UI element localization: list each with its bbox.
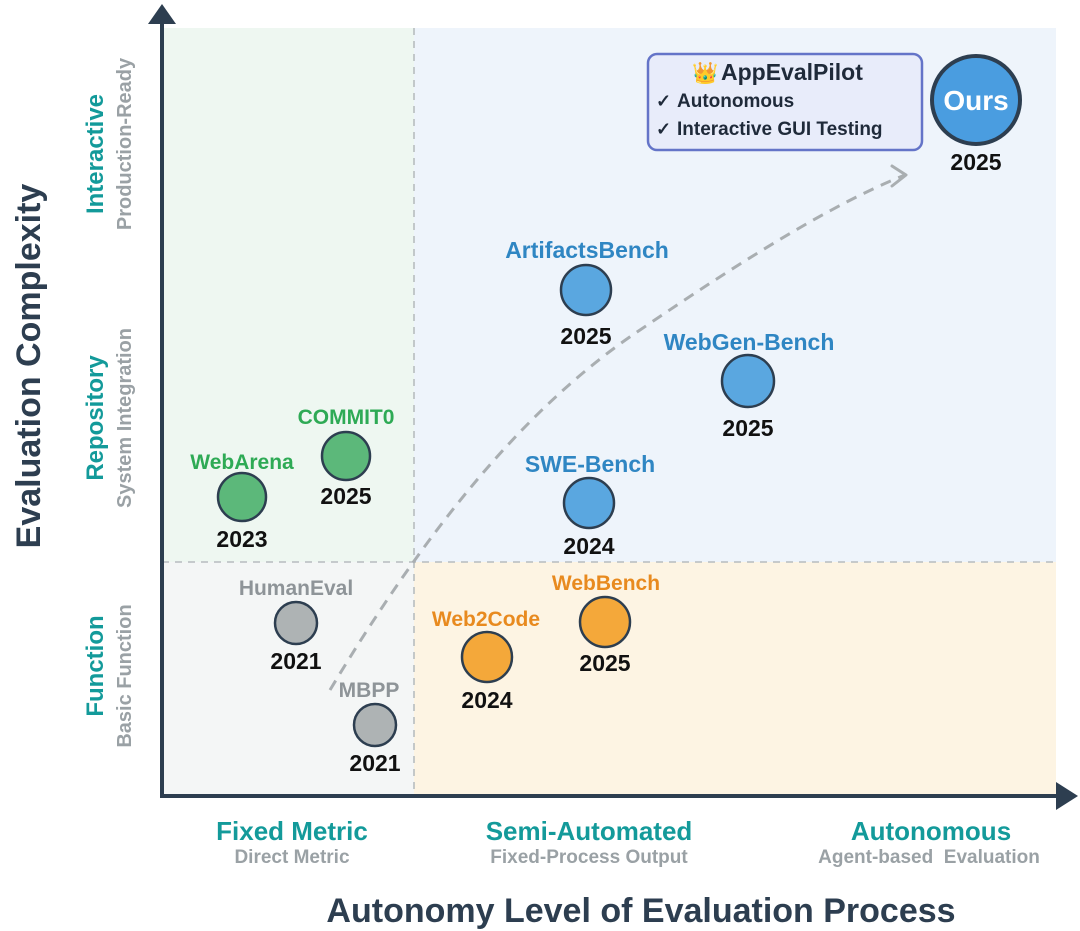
x-level-sub: Direct Metric: [234, 847, 350, 868]
y-level-interactive: Interactive Production-Ready: [82, 57, 136, 230]
appevalpilot-callout: 👑 AppEvalPilot ✓ Autonomous ✓ Interactiv…: [646, 52, 924, 152]
benchmark-year: 2021: [270, 648, 321, 674]
x-level-sub: Agent-based Evaluation: [818, 847, 1040, 868]
x-level-main: Semi-Automated: [486, 816, 693, 846]
benchmark-webarena: WebArena 2023: [190, 451, 294, 552]
benchmark-commit0: COMMIT0 2025: [298, 406, 395, 509]
y-level-main: Interactive: [82, 94, 109, 214]
ours-dot: [930, 54, 1022, 146]
x-axis-title: Autonomy Level of Evaluation Process: [326, 892, 955, 930]
check-icon: ✓: [656, 119, 671, 139]
benchmark-dot: [578, 595, 632, 649]
x-axis-arrowhead: [1056, 782, 1078, 810]
benchmark-web2code: Web2Code 2024: [432, 608, 540, 713]
x-level-main: Fixed Metric: [216, 816, 368, 846]
benchmark-year: 2024: [563, 533, 614, 559]
benchmark-name: COMMIT0: [298, 406, 395, 429]
y-level-main: Function: [82, 615, 109, 716]
benchmark-name: SWE-Bench: [525, 451, 655, 477]
benchmark-webgen-bench: WebGen-Bench 2025: [664, 329, 835, 441]
benchmark-humaneval: HumanEval 2021: [239, 577, 353, 674]
callout-feature: Interactive GUI Testing: [677, 119, 883, 140]
benchmark-year: 2025: [579, 650, 630, 676]
benchmark-year: 2024: [461, 687, 512, 713]
ours-marker: Ours 2025: [930, 54, 1022, 175]
benchmark-name: HumanEval: [239, 577, 353, 600]
benchmark-name: WebBench: [552, 572, 660, 595]
benchmark-webbench: WebBench 2025: [552, 572, 660, 676]
y-axis-arrowhead: [148, 4, 176, 24]
benchmark-dot: [216, 471, 268, 523]
x-level-semi-automated: Semi-Automated Fixed-Process Output: [486, 816, 693, 868]
benchmark-year: 2021: [349, 750, 400, 776]
y-level-repository: Repository System Integration: [82, 328, 136, 508]
benchmark-dot: [460, 630, 514, 684]
benchmark-year: 2025: [722, 415, 773, 441]
trend-arrowhead: [890, 164, 908, 188]
benchmark-name: WebGen-Bench: [664, 329, 835, 355]
callout-title: AppEvalPilot: [721, 59, 863, 85]
ours-label: Ours: [943, 85, 1008, 116]
y-level-sub: Production-Ready: [114, 57, 136, 230]
bg-semi-lower: [414, 562, 1056, 796]
benchmark-year: 2025: [560, 323, 611, 349]
y-level-sub: Basic Function: [114, 604, 136, 747]
benchmark-year: 2023: [216, 526, 267, 552]
x-level-sub: Fixed-Process Output: [490, 847, 688, 868]
benchmark-artifactsbench: ArtifactsBench 2025: [505, 237, 669, 349]
y-level-function: Function Basic Function: [82, 604, 136, 747]
y-level-sub: System Integration: [114, 328, 136, 508]
x-level-autonomous: Autonomous Agent-based Evaluation: [818, 816, 1040, 868]
ours-year: 2025: [950, 149, 1001, 175]
benchmark-dot: [559, 263, 613, 317]
benchmark-dot: [320, 430, 372, 482]
y-level-main: Repository: [82, 355, 109, 481]
callout-box: [646, 52, 924, 152]
x-level-main: Autonomous: [851, 816, 1011, 846]
benchmark-name: ArtifactsBench: [505, 237, 669, 263]
benchmark-name: WebArena: [190, 451, 294, 474]
benchmark-swe-bench: SWE-Bench 2024: [525, 451, 655, 559]
benchmark-dot: [562, 476, 616, 530]
benchmark-dot: [273, 600, 319, 646]
benchmark-mbpp: MBPP 2021: [339, 679, 401, 776]
y-axis-title: Evaluation Complexity: [10, 184, 48, 549]
check-icon: ✓: [656, 91, 671, 111]
crown-icon: 👑: [692, 61, 718, 85]
callout-feature: Autonomous: [677, 91, 794, 112]
benchmark-name: Web2Code: [432, 608, 540, 631]
x-level-fixed-metric: Fixed Metric Direct Metric: [216, 816, 368, 868]
trend-arrow: [328, 173, 906, 691]
benchmark-name: MBPP: [339, 679, 400, 702]
bg-fixed-lower: [162, 562, 414, 796]
benchmark-year: 2025: [320, 483, 371, 509]
benchmark-dot: [352, 702, 398, 748]
benchmark-dot: [720, 353, 776, 409]
bg-fixed-upper: [162, 28, 414, 562]
